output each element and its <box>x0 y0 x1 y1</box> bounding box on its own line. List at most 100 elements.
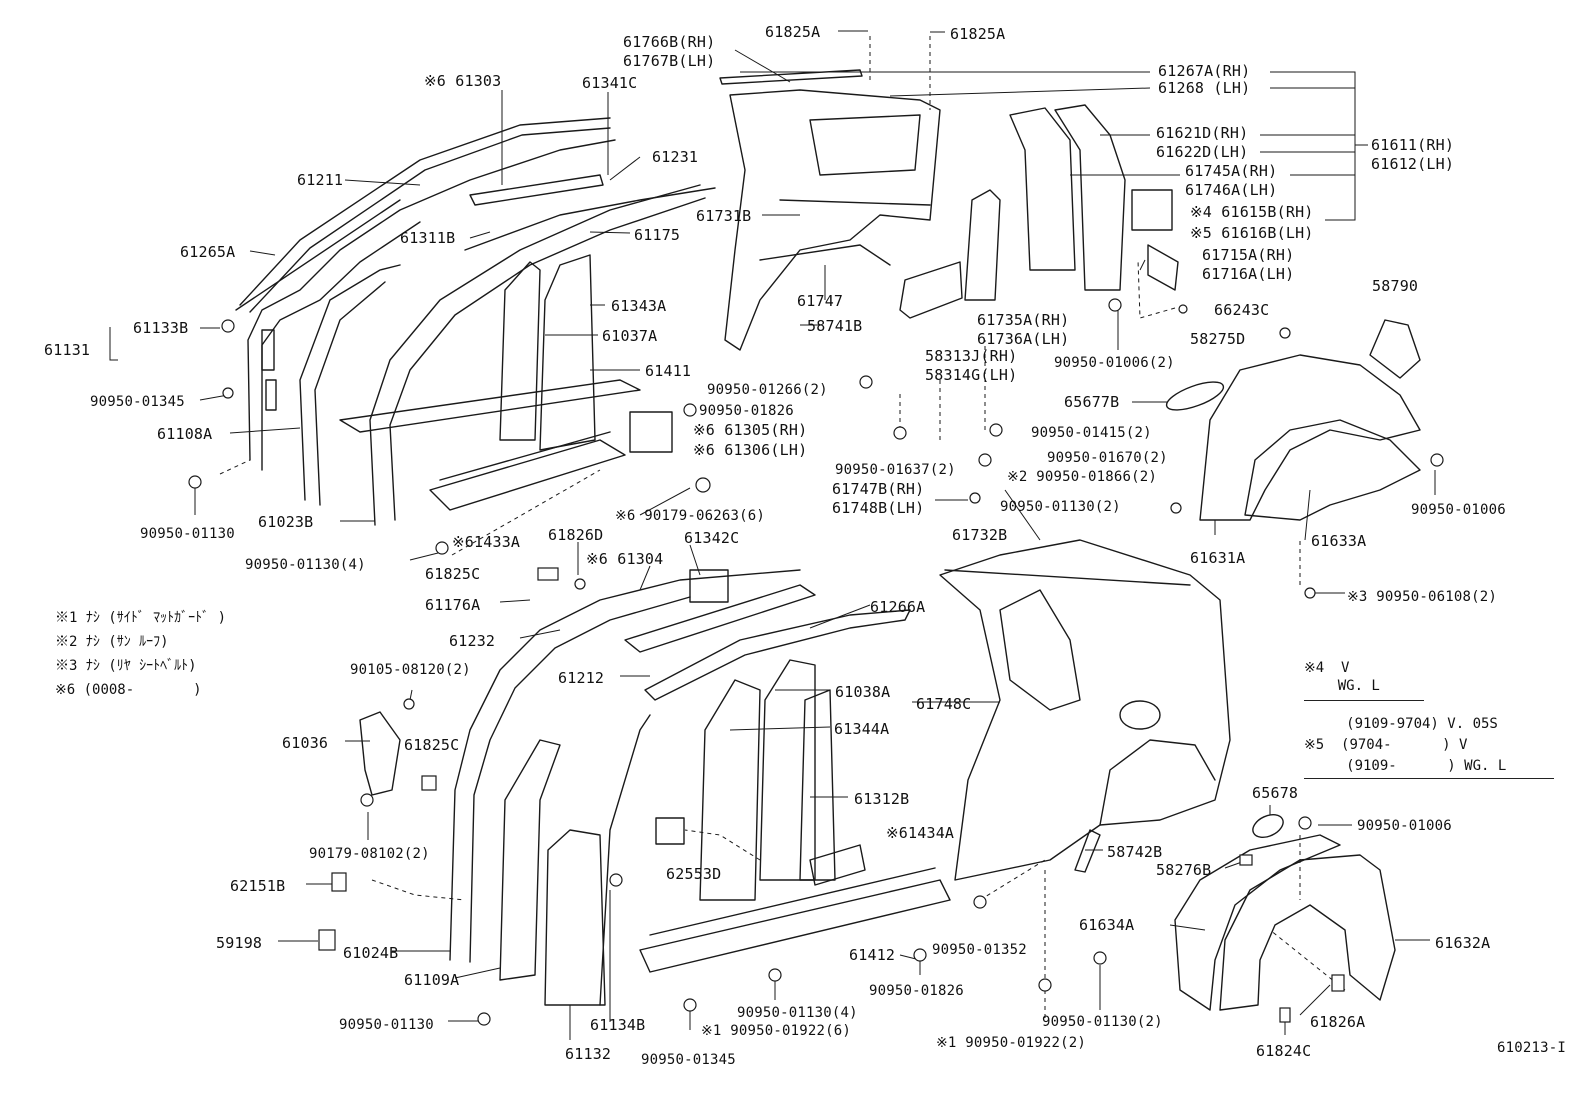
part-label-p61434a: ※61434A <box>886 824 955 842</box>
part-label-p90950_01922b: ※1 90950-01922(2) <box>936 1035 1086 1051</box>
bracket-61715a <box>1147 244 1179 291</box>
part-label-p61023b: 61023B <box>258 513 314 531</box>
part-label-p90950_01006a: 90950-01006(2) <box>1054 355 1175 371</box>
pillar-61621d <box>1009 107 1076 271</box>
part-label-p61038a: 61038A <box>835 683 891 701</box>
part-label-p61825a_1: 61825A <box>765 23 821 41</box>
quarter-outer-61748c-2 <box>944 569 1191 586</box>
part-label-p90950_01006c: 90950-01006 <box>1357 818 1452 834</box>
block-62553d <box>655 817 685 845</box>
part-label-p61311b: 61311B <box>400 229 456 247</box>
part-label-p90105: 90105-08120(2) <box>350 662 471 678</box>
part-label-p61732b: 61732B <box>952 526 1008 544</box>
part-label-p90950_01130d: 90950-01130(4) <box>737 1005 858 1021</box>
center-pillar-inner-2 <box>314 281 386 506</box>
part-label-p61748c: 61748C <box>916 695 972 713</box>
part-label-p61024b: 61024B <box>343 944 399 962</box>
part-label-p61715a: 61715A(RH) <box>1202 246 1295 264</box>
part-label-p61747: 61747 <box>797 292 844 310</box>
pillar-window-2 <box>265 379 277 411</box>
part-label-p90950_01415: 90950-01415(2) <box>1031 425 1152 441</box>
part-label-p90950_01266: 90950-01266(2) <box>707 382 828 398</box>
part-label-p61341c: 61341C <box>582 74 638 92</box>
pillar-61745a <box>1054 104 1126 291</box>
part-label-p61176a: 61176A <box>425 596 481 614</box>
part-label-p61133b: 61133B <box>133 319 189 337</box>
part-label-p90950_01006b: 90950-01006 <box>1411 502 1506 518</box>
quarter-inner-lower <box>759 244 891 266</box>
part-label-p61411: 61411 <box>645 362 692 380</box>
quarter-outer-61748c <box>939 539 1231 881</box>
rocker-inner-61433a-b <box>439 431 611 481</box>
part-label-p61265a: 61265A <box>180 243 236 261</box>
part-label-p90950_01130b: 90950-01130 <box>140 526 235 542</box>
footnote-n5b: ※5 (9704- ) V <box>1304 737 1468 753</box>
quarter-window <box>809 114 921 176</box>
pillar-window-1 <box>261 329 275 371</box>
footnote-n4a: ※4 V <box>1304 660 1350 676</box>
part-label-p61611: 61611(RH) <box>1371 136 1455 154</box>
pillar-61132 <box>544 829 606 1006</box>
part-label-p90950_01345a: 90950-01345 <box>90 394 185 410</box>
part-label-p90950_01130c: 90950-01130(4) <box>245 557 366 573</box>
wheelhouse-61632a <box>1219 854 1396 1011</box>
wheelhouse-61634a <box>1174 834 1341 1011</box>
bracket-61342c <box>689 569 729 603</box>
footnote-n3: ※3 ﾅｼ (ﾘﾔ ｼｰﾄﾍﾞﾙﾄ) <box>55 658 197 674</box>
part-label-p61621d: 61621D(RH) <box>1156 124 1249 142</box>
pillar-61109a <box>499 739 561 981</box>
rocker-inner-61433a <box>429 439 626 511</box>
part-label-p61211: 61211 <box>297 171 344 189</box>
part-label-p61305: ※6 61305(RH) <box>693 421 808 439</box>
part-label-p66243c: 66243C <box>1214 301 1270 319</box>
part-label-p61825a_2: 61825A <box>950 25 1006 43</box>
part-label-p61342c: 61342C <box>684 529 740 547</box>
part-label-p61716a: 61716A(LH) <box>1202 265 1295 283</box>
part-label-p610213: 610213-I <box>1497 1040 1567 1056</box>
part-label-p61108a: 61108A <box>157 425 213 443</box>
part-label-p61631a: 61631A <box>1190 549 1246 567</box>
part-label-p61825c_1: 61825C <box>425 565 481 583</box>
footnote-n5a: (9109-9704) V. 05S <box>1304 716 1498 732</box>
pad-65678 <box>1252 813 1284 839</box>
rail-61304 <box>624 584 816 653</box>
drip-molding <box>235 199 401 311</box>
pillar-61038a <box>759 659 816 881</box>
part-label-p61766b: 61766B(RH) <box>623 33 716 51</box>
part-label-p61825c_2: 61825C <box>404 736 460 754</box>
roof-side-rail-strip-inner <box>249 127 611 313</box>
part-label-p61304: ※6 61304 <box>586 550 664 568</box>
bracket-61434a <box>809 844 866 886</box>
part-label-p90950_01352: 90950-01352 <box>932 942 1027 958</box>
quarter-inner-61731b <box>724 89 941 351</box>
part-label-p90950_01130a: 90950-01130(2) <box>1000 499 1121 515</box>
part-label-p61036: 61036 <box>282 734 329 752</box>
rail-61212 <box>644 609 911 701</box>
part-label-p61634a: 61634A <box>1079 916 1135 934</box>
part-label-p61612: 61612(LH) <box>1371 155 1455 173</box>
part-label-p61748b: 61748B(LH) <box>832 499 925 517</box>
part-label-p61266a: 61266A <box>870 598 926 616</box>
part-label-p65677b: 65677B <box>1064 393 1120 411</box>
part-label-p90179_06263: ※6 90179-06263(6) <box>615 508 765 524</box>
quarter-inner-rail <box>779 199 931 206</box>
inner-pillar-61037a <box>499 261 541 441</box>
footnote-n5c: (9109- ) WG. L <box>1304 758 1507 774</box>
part-label-p90950_01345b: 90950-01345 <box>641 1052 736 1068</box>
roof-rail-61231 <box>464 187 716 251</box>
part-label-p58276b: 58276B <box>1156 861 1212 879</box>
rocker-61412-b <box>649 867 936 936</box>
part-label-p90950_06108: ※3 90950-06108(2) <box>1347 589 1497 605</box>
wheelhouse-61633a <box>1244 419 1421 521</box>
pillar-61344a <box>699 679 761 901</box>
front-pillar-outer-2 <box>261 221 421 471</box>
part-label-p90950_01130f: 90950-01130 <box>339 1017 434 1033</box>
part-label-p61747b: 61747B(RH) <box>832 480 925 498</box>
roof-rail-61303 <box>469 174 604 206</box>
fuel-lid <box>1119 700 1161 730</box>
part-label-p61231: 61231 <box>652 148 699 166</box>
footnote-n4b: WG. L <box>1304 678 1380 694</box>
footnote-n6: ※6 (0008- ) <box>55 682 202 698</box>
